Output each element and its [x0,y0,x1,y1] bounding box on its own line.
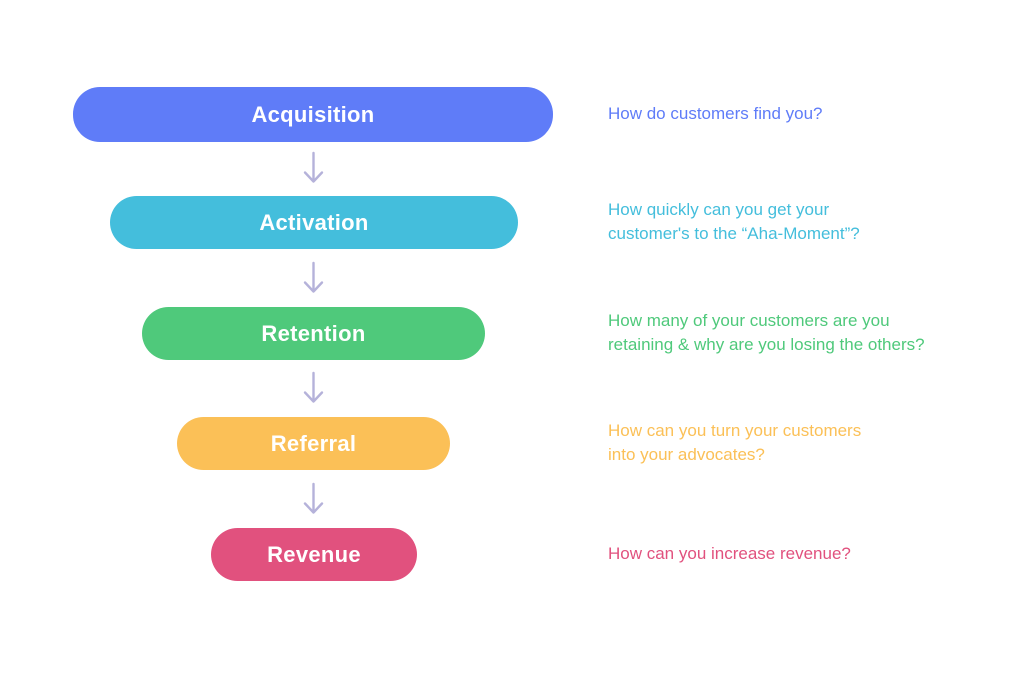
funnel-stage-acquisition: Acquisition [73,87,553,142]
funnel-stage-activation-label: Activation [259,209,369,235]
funnel-stage-revenue-label: Revenue [267,541,361,567]
description-line: How do customers find you? [608,104,823,123]
funnel-stage-referral-label: Referral [270,430,357,456]
description-line: How can you increase revenue? [608,544,851,563]
down-arrow-icon [300,371,327,406]
funnel-stage-retention: Retention [142,307,485,360]
funnel-stage-revenue-description: How can you increase revenue? [608,542,1024,566]
down-arrow-icon [300,151,327,186]
funnel-stage-acquisition-description: How do customers find you? [608,102,1024,126]
description-line: customer's to the “Aha-Moment”? [608,224,860,243]
description-line: retaining & why are you losing the other… [608,335,925,354]
funnel-stage-referral-description: How can you turn your customers into you… [608,419,1024,467]
description-line: How can you turn your customers [608,421,862,440]
funnel-stage-activation: Activation [110,196,518,249]
down-arrow-icon [300,482,327,517]
funnel-stage-activation-description: How quickly can you get your customer's … [608,198,1024,246]
funnel-stage-retention-description: How many of your customers are you retai… [608,309,1024,357]
funnel-stage-referral: Referral [177,417,450,470]
down-arrow-icon [300,261,327,296]
funnel-stage-acquisition-label: Acquisition [251,101,375,127]
description-line: How quickly can you get your [608,200,830,219]
funnel-stage-revenue: Revenue [211,528,417,581]
description-line: How many of your customers are you [608,311,890,330]
description-line: into your advocates? [608,445,765,464]
funnel-stage-retention-label: Retention [261,320,366,346]
